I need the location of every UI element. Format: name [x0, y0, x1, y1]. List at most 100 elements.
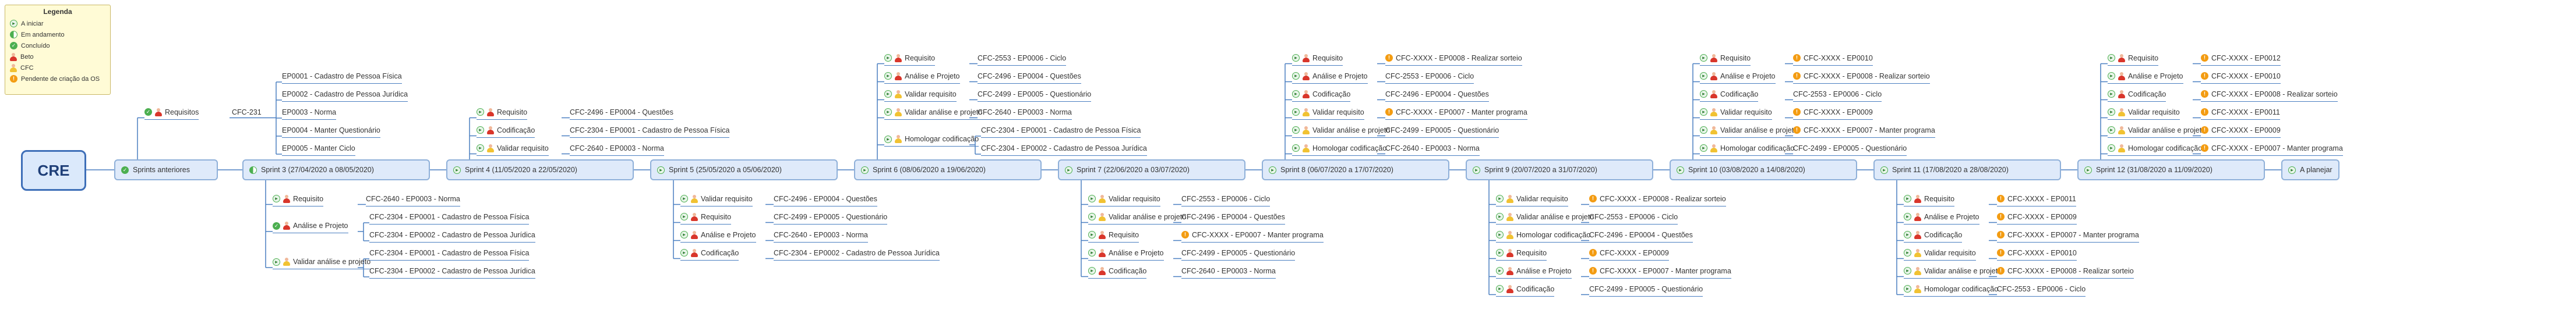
ticket-item[interactable]: !CFC-XXXX - EP0008 - Realizar sorteio: [1997, 264, 2134, 279]
ticket-item[interactable]: CFC-2304 - EP0002 - Cadastro de Pessoa J…: [981, 141, 1147, 156]
ticket-item[interactable]: EP0004 - Manter Questionário: [282, 123, 380, 138]
task-node[interactable]: ▸Validar análise e projeto: [1496, 210, 1594, 225]
sprint-node[interactable]: ▸Sprint 5 (25/05/2020 a 05/06/2020): [650, 159, 838, 180]
ticket-item[interactable]: CFC-2304 - EP0001 - Cadastro de Pessoa F…: [981, 123, 1141, 138]
sprint-node[interactable]: ▸Sprint 6 (08/06/2020 a 19/06/2020): [854, 159, 1042, 180]
ticket-item[interactable]: CFC-2496 - EP0004 - Questões: [1181, 210, 1285, 225]
task-node[interactable]: ▸Codificação: [1088, 264, 1147, 279]
task-node[interactable]: ▸Validar requisito: [1496, 192, 1568, 206]
task-node[interactable]: ▸Homologar codificação: [1904, 282, 1999, 297]
task-node[interactable]: ▸Validar requisito: [1904, 246, 1976, 261]
task-node[interactable]: ▸Validar análise e projeto: [1292, 123, 1391, 138]
ticket-item[interactable]: CFC-2496 - EP0004 - Questões: [978, 69, 1081, 84]
ticket-item[interactable]: !CFC-XXXX - EP0009: [1589, 246, 1669, 261]
ticket-item[interactable]: CFC-2640 - EP0003 - Norma: [570, 141, 664, 156]
ticket-item[interactable]: !CFC-XXXX - EP0008 - Realizar sorteio: [1589, 192, 1726, 206]
sprint-node[interactable]: ▸Sprint 7 (22/06/2020 a 03/07/2020): [1058, 159, 1245, 180]
ticket-item[interactable]: !CFC-XXXX - EP0008 - Realizar sorteio: [2201, 87, 2338, 102]
ticket-item[interactable]: CFC-2304 - EP0002 - Cadastro de Pessoa J…: [369, 228, 535, 243]
ticket-item[interactable]: CFC-2304 - EP0002 - Cadastro de Pessoa J…: [774, 246, 940, 261]
sprint-node[interactable]: ▸Sprint 12 (31/08/2020 a 11/09/2020): [2077, 159, 2265, 180]
task-node[interactable]: ▸Validar análise e projeto: [2108, 123, 2206, 138]
ticket-item[interactable]: CFC-2640 - EP0003 - Norma: [1181, 264, 1276, 279]
task-node[interactable]: ▸Requisito: [1496, 246, 1547, 261]
task-node[interactable]: ▸Requisito: [273, 192, 324, 206]
task-node[interactable]: ▸Codificação: [1904, 228, 1963, 243]
task-node[interactable]: ✓Requisitos: [144, 105, 199, 120]
task-node[interactable]: ▸Análise e Projeto: [884, 69, 960, 84]
ticket-item[interactable]: CFC-2499 - EP0005 - Questionário: [978, 87, 1092, 102]
task-node[interactable]: ▸Codificação: [477, 123, 535, 138]
sprint-node[interactable]: ▸Sprint 9 (20/07/2020 a 31/07/2020): [1466, 159, 1653, 180]
task-node[interactable]: ✓Análise e Projeto: [273, 219, 348, 233]
ticket-item[interactable]: CFC-2499 - EP0005 - Questionário: [1385, 123, 1499, 138]
ticket-item[interactable]: CFC-2499 - EP0005 - Questionário: [1589, 282, 1703, 297]
ticket-item[interactable]: !CFC-XXXX - EP0007 - Manter programa: [1793, 123, 1935, 138]
ticket-item[interactable]: CFC-2499 - EP0005 - Questionário: [1181, 246, 1296, 261]
task-node[interactable]: ▸Validar requisito: [680, 192, 753, 206]
ticket-item[interactable]: CFC-2640 - EP0003 - Norma: [774, 228, 868, 243]
ticket-item[interactable]: CFC-2304 - EP0001 - Cadastro de Pessoa F…: [570, 123, 730, 138]
sprint-node[interactable]: ▸Sprint 11 (17/08/2020 a 28/08/2020): [1873, 159, 2061, 180]
ticket-item[interactable]: !CFC-XXXX - EP0007 - Manter programa: [1997, 228, 2139, 243]
ticket-item[interactable]: CFC-2553 - EP0006 - Ciclo: [978, 51, 1067, 66]
task-node[interactable]: ▸Validar requisito: [477, 141, 549, 156]
ticket-item[interactable]: EP0002 - Cadastro de Pessoa Jurídica: [282, 87, 408, 102]
sprint-node[interactable]: ✓Sprints anteriores: [114, 159, 218, 180]
ticket-item[interactable]: EP0005 - Manter Ciclo: [282, 141, 355, 156]
task-node[interactable]: ▸Análise e Projeto: [2108, 69, 2183, 84]
ticket-item[interactable]: !CFC-XXXX - EP0008 - Realizar sorteio: [1385, 51, 1522, 66]
task-node[interactable]: ▸Homologar codificação: [1700, 141, 1795, 156]
task-node[interactable]: ▸Validar requisito: [1088, 192, 1160, 206]
root-node-cre[interactable]: CRE: [21, 150, 86, 191]
task-node[interactable]: ▸Análise e Projeto: [1496, 264, 1572, 279]
task-node[interactable]: ▸Validar análise e projeto: [273, 255, 371, 269]
ticket-item[interactable]: !CFC-XXXX - EP0007 - Manter programa: [1181, 228, 1324, 243]
task-node[interactable]: ▸Requisito: [477, 105, 528, 120]
ticket-item[interactable]: CFC-2496 - EP0004 - Questões: [570, 105, 673, 120]
sprint-node[interactable]: ▸A planejar: [2281, 159, 2339, 180]
task-node[interactable]: ▸Análise e Projeto: [1088, 246, 1164, 261]
ticket-item[interactable]: !CFC-XXXX - EP0009: [1793, 105, 1873, 120]
ticket-item[interactable]: CFC-2553 - EP0006 - Ciclo: [1997, 282, 2086, 297]
ticket-item[interactable]: !CFC-XXXX - EP0011: [2201, 105, 2280, 120]
task-node[interactable]: ▸Requisito: [1088, 228, 1139, 243]
ticket-item[interactable]: !CFC-XXXX - EP0012: [2201, 51, 2281, 66]
ticket-item[interactable]: CFC-2640 - EP0003 - Norma: [978, 105, 1072, 120]
ticket-item[interactable]: CFC-2640 - EP0003 - Norma: [366, 192, 460, 206]
ticket-item[interactable]: CFC-2553 - EP0006 - Ciclo: [1181, 192, 1271, 206]
ticket-item[interactable]: CFC-2304 - EP0001 - Cadastro de Pessoa F…: [369, 210, 530, 225]
ticket-item[interactable]: !CFC-XXXX - EP0010: [1793, 51, 1873, 66]
task-node[interactable]: ▸Análise e Projeto: [1904, 210, 1979, 225]
task-node[interactable]: ▸Homologar codificação: [2108, 141, 2203, 156]
ticket-item[interactable]: CFC-2496 - EP0004 - Questões: [1385, 87, 1489, 102]
task-node[interactable]: ▸Codificação: [2108, 87, 2166, 102]
task-node[interactable]: ▸Homologar codificação: [884, 132, 979, 147]
ticket-item[interactable]: !CFC-XXXX - EP0011: [1997, 192, 2076, 206]
ticket-item[interactable]: CFC-2496 - EP0004 - Questões: [774, 192, 877, 206]
ticket-item[interactable]: !CFC-XXXX - EP0008 - Realizar sorteio: [1793, 69, 1930, 84]
ticket-item[interactable]: CFC-2304 - EP0002 - Cadastro de Pessoa J…: [369, 264, 535, 279]
sprint-node[interactable]: ▸Sprint 8 (06/07/2020 a 17/07/2020): [1262, 159, 1449, 180]
ticket-item[interactable]: CFC-2553 - EP0006 - Ciclo: [1589, 210, 1678, 225]
ticket-item[interactable]: CFC-2496 - EP0004 - Questões: [1589, 228, 1693, 243]
ticket-item[interactable]: !CFC-XXXX - EP0007 - Manter programa: [1589, 264, 1731, 279]
ticket-item[interactable]: CFC-2499 - EP0005 - Questionário: [774, 210, 888, 225]
ticket-item[interactable]: EP0003 - Norma: [282, 105, 337, 120]
ticket-item[interactable]: CFC-2640 - EP0003 - Norma: [1385, 141, 1480, 156]
task-node[interactable]: ▸Requisito: [680, 210, 732, 225]
ticket-item[interactable]: !CFC-XXXX - EP0009: [1997, 210, 2077, 225]
task-node[interactable]: ▸Validar análise e projeto: [1700, 123, 1798, 138]
sprint-node[interactable]: ▸Sprint 10 (03/08/2020 a 14/08/2020): [1670, 159, 1857, 180]
ticket-item[interactable]: CFC-2553 - EP0006 - Ciclo: [1793, 87, 1882, 102]
ticket-item[interactable]: EP0001 - Cadastro de Pessoa Física: [282, 69, 402, 84]
task-node[interactable]: ▸Requisito: [1904, 192, 1955, 206]
task-node[interactable]: ▸Análise e Projeto: [1700, 69, 1776, 84]
sprint-node[interactable]: ▸Sprint 4 (11/05/2020 a 22/05/2020): [446, 159, 634, 180]
ticket-item[interactable]: !CFC-XXXX - EP0010: [1997, 246, 2077, 261]
ticket-item[interactable]: !CFC-XXXX - EP0007 - Manter programa: [2201, 141, 2343, 156]
ticket-item[interactable]: !CFC-XXXX - EP0010: [2201, 69, 2281, 84]
task-node[interactable]: ▸Validar requisito: [1700, 105, 1772, 120]
ticket-item[interactable]: CFC-2304 - EP0001 - Cadastro de Pessoa F…: [369, 246, 530, 261]
task-node[interactable]: ▸Codificação: [1700, 87, 1759, 102]
